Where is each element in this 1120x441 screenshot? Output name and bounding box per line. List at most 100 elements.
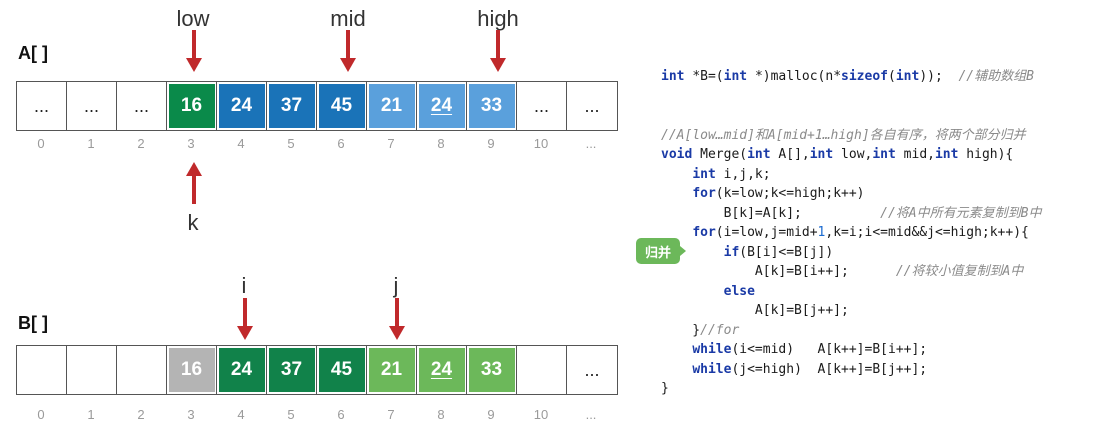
array-value-box: 24 <box>218 348 265 392</box>
array-value: 16 <box>180 359 203 380</box>
array-value-box: 24 <box>218 84 265 128</box>
array-value-box: 24 <box>418 84 465 128</box>
array-cell: 24 <box>417 82 467 130</box>
array-cell <box>517 346 567 394</box>
code-token: i,j,k; <box>723 166 771 182</box>
array-value: 24 <box>430 359 453 380</box>
code-line: while(j<=high) A[k++]=B[j++]; <box>661 360 1041 380</box>
index-label: 3 <box>187 407 195 422</box>
code-token: int <box>934 147 967 162</box>
code-token <box>661 362 692 377</box>
code-line: else <box>661 282 1041 302</box>
array-cell: 37 <box>267 82 317 130</box>
code-line: B[k]=A[k]; //将A中所有元素复制到B中 <box>661 204 1042 224</box>
code-token: A[k]=B[j++]; <box>661 303 849 318</box>
index-label: 1 <box>87 136 95 151</box>
array-value: 21 <box>380 359 403 380</box>
array-cell: 24 <box>217 346 267 394</box>
code-token: //辅助数组B <box>958 69 1034 84</box>
code-token: else <box>723 283 755 299</box>
code-token: int <box>692 166 724 182</box>
code-token: B[k]=A[k]; <box>661 205 881 221</box>
index-label: 2 <box>137 407 145 422</box>
code-token: int <box>747 147 779 162</box>
index-label: 6 <box>337 407 345 422</box>
code-token: if <box>723 244 740 260</box>
code-line: if(B[i]<=B[j]) <box>661 243 1041 263</box>
code-token: //将A中所有元素复制到B中 <box>880 205 1042 221</box>
code-line: for(k=low;k<=high;k++) <box>661 184 1041 204</box>
index-label: 8 <box>437 136 445 151</box>
array-cell: ... <box>67 82 117 130</box>
code-token <box>661 225 692 240</box>
index-label: 5 <box>287 407 295 422</box>
index-label: 4 <box>237 136 245 151</box>
arrow-mid-icon <box>340 30 356 72</box>
index-label: 8 <box>437 407 445 422</box>
array-value: 33 <box>480 359 503 380</box>
array-value: ... <box>584 95 600 116</box>
code-token: (k=low;k<=high;k++) <box>715 186 865 201</box>
code-line <box>661 106 1041 126</box>
pointer-label-j: j <box>393 273 399 298</box>
code-token: int <box>809 147 842 162</box>
array-cell: ... <box>17 82 67 130</box>
array-value-box: 45 <box>318 84 365 128</box>
array-value: 45 <box>330 359 353 380</box>
array-cell: ... <box>517 82 567 130</box>
array-value-box: 37 <box>268 348 315 392</box>
array-cell: 21 <box>367 346 417 394</box>
array-cell: ... <box>567 82 617 130</box>
array-cell: 33 <box>467 346 517 394</box>
index-label: 2 <box>137 136 145 151</box>
array-value-box: 16 <box>168 84 215 128</box>
array-b-label: B[ ] <box>18 313 48 333</box>
array-cell <box>117 346 167 394</box>
code-token: //将较小值复制到A中 <box>895 264 1024 279</box>
array-cell: 24 <box>417 346 467 394</box>
code-token: (j<=high) A[k++]=B[j++]; <box>731 361 928 377</box>
code-token <box>661 284 724 299</box>
code-line: } <box>661 379 1041 399</box>
index-label: 10 <box>533 407 549 422</box>
array-value-box: 21 <box>368 348 415 392</box>
array-value: ... <box>83 95 99 116</box>
index-label: 9 <box>487 136 495 151</box>
code-token <box>661 167 692 182</box>
code-token: low, <box>841 147 873 162</box>
code-token: while <box>692 342 732 357</box>
array-value: 45 <box>330 95 353 116</box>
array-cell: 33 <box>467 82 517 130</box>
array-value-box: 45 <box>318 348 365 392</box>
array-value-box: 33 <box>468 348 515 392</box>
merge-tag: 归并 <box>636 238 686 264</box>
index-label: 1 <box>87 407 95 422</box>
code-line: //A[low…mid]和A[mid+1…high]各自有序，将两个部分归并 <box>661 126 1041 146</box>
arrow-i-icon <box>237 298 253 340</box>
pointer-label-low: low <box>176 6 210 31</box>
code-token: (i=low,j=mid+ <box>715 225 818 240</box>
array-value: ... <box>584 359 600 380</box>
pointer-label-i: i <box>241 273 247 298</box>
code-line: while(i<=mid) A[k++]=B[i++]; <box>661 340 1041 360</box>
array-value: 24 <box>430 95 453 116</box>
code-line: void Merge(int A[],int low,int mid,int h… <box>661 145 1041 165</box>
code-token: sizeof <box>841 69 888 84</box>
code-line: int *B=(int *)malloc(n*sizeof(int)); //辅… <box>661 67 1041 87</box>
array-cell: 16 <box>167 346 217 394</box>
code-token: Merge( <box>700 147 748 162</box>
code-token: 1 <box>817 225 826 240</box>
code-line: int i,j,k; <box>661 165 1041 185</box>
code-token: int <box>872 147 904 162</box>
arrow-low-icon <box>186 30 202 72</box>
array-a-label: A[ ] <box>18 43 48 63</box>
index-label: ... <box>585 407 597 422</box>
code-line: A[k]=B[j++]; <box>661 301 1041 321</box>
array-cell <box>17 346 67 394</box>
index-label: 6 <box>337 136 345 151</box>
code-token: ,k=i;i<=mid&&j<=high;k++){ <box>825 225 1029 240</box>
